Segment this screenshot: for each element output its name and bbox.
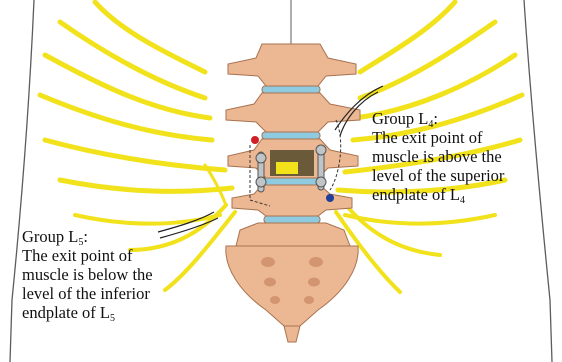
- group-l5-heading: Group L5:: [22, 227, 153, 246]
- group-l4-heading-colon: :: [433, 109, 438, 128]
- group-l5-heading-colon: :: [83, 227, 88, 246]
- sacrum: [226, 246, 358, 326]
- lumbar-spine: [226, 44, 360, 342]
- group-l4-line-1: The exit point of: [372, 128, 504, 147]
- disc-l4-l5: [264, 216, 320, 223]
- decompression-window: [270, 150, 314, 176]
- group-l5-line-3: level of the inferior: [22, 284, 153, 303]
- coccyx: [284, 326, 300, 342]
- vertebra-l2: [226, 93, 360, 132]
- group-l5-line-4-text: endplate of L: [22, 303, 110, 322]
- marker-red: [251, 136, 259, 144]
- vertebra-l5: [236, 223, 350, 246]
- group-l4-annotation: Group L4: The exit point of muscle is ab…: [372, 109, 504, 204]
- group-l5-line-4: endplate of L5: [22, 303, 153, 322]
- group-l4-line-4-text: endplate of L: [372, 185, 460, 204]
- group-l5-annotation: Group L5: The exit point of muscle is be…: [22, 227, 153, 322]
- group-l5-line-1: The exit point of: [22, 246, 153, 265]
- group-l4-heading: Group L4:: [372, 109, 504, 128]
- group-l4-line-2: muscle is above the: [372, 147, 504, 166]
- group-l5-line-4-subscript: 5: [110, 313, 115, 324]
- vertebra-l1: [228, 44, 356, 86]
- group-l5-heading-text: Group L: [22, 227, 78, 246]
- disc-l1-l2: [262, 86, 320, 93]
- group-l4-line-4-subscript: 4: [460, 195, 465, 206]
- disc-l3-l4: [262, 178, 320, 185]
- group-l4-heading-text: Group L: [372, 109, 428, 128]
- marker-blue: [326, 194, 334, 202]
- group-l4-line-3: level of the superior: [372, 166, 504, 185]
- disc-l2-l3: [262, 132, 320, 139]
- group-l5-line-2: muscle is below the: [22, 265, 153, 284]
- body-outline-right: [524, 0, 552, 362]
- group-l4-line-4: endplate of L4: [372, 185, 504, 204]
